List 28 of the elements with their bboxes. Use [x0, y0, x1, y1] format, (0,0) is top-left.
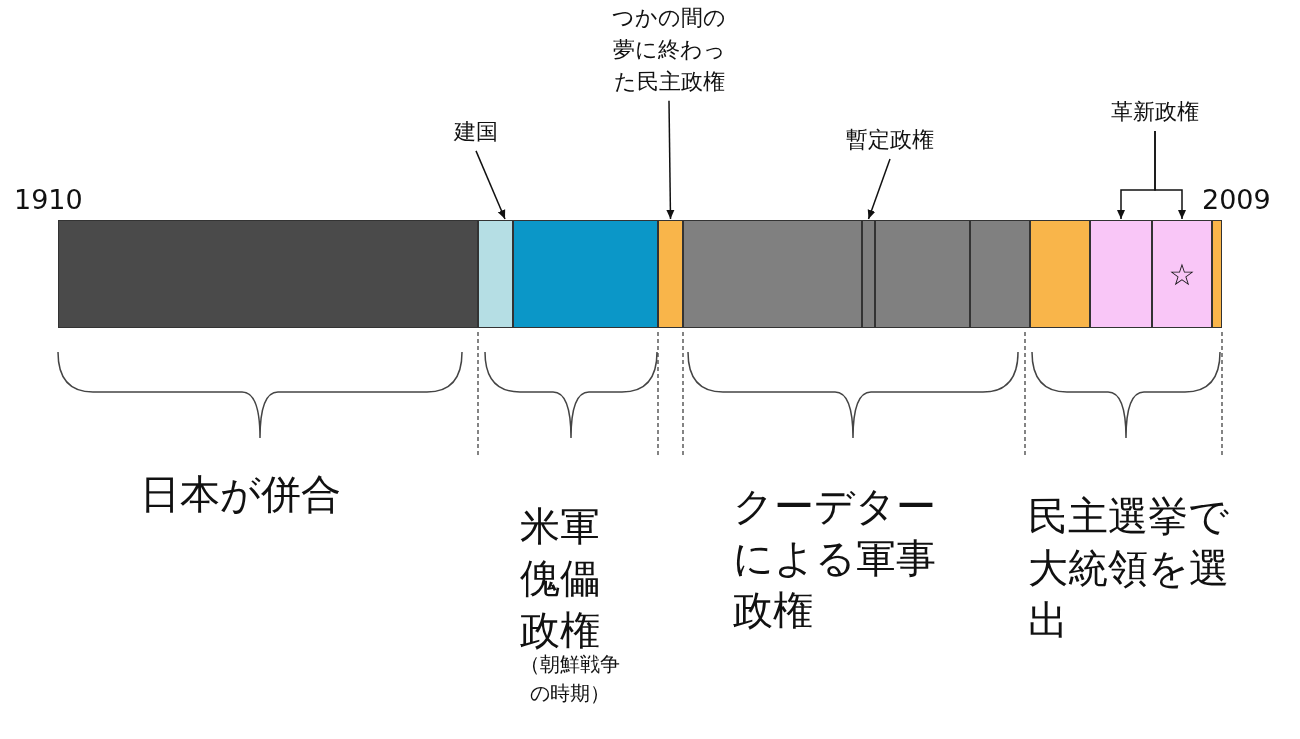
year-label: 1910	[14, 183, 84, 217]
period-label: クーデターによる軍事政権	[733, 482, 937, 635]
timeline-segment	[1090, 220, 1152, 328]
timeline-segment	[862, 220, 875, 328]
timeline-segment	[683, 220, 862, 328]
timeline-segment	[1212, 220, 1222, 328]
timeline-segment	[1030, 220, 1090, 328]
arrow	[475, 150, 506, 220]
timeline-segment	[658, 220, 683, 328]
timeline-segment	[513, 220, 658, 328]
annotation-text: 革新政権	[1085, 96, 1225, 128]
period-label: 米軍傀儡政権	[520, 502, 601, 654]
timeline-segment	[875, 220, 970, 328]
year-label: 2009	[1202, 183, 1272, 217]
period-note: （朝鮮戦争の時期）	[519, 651, 621, 707]
annotation-text: つかの間の夢に終わった民主政権	[608, 2, 730, 98]
annotation-text: 暫定政権	[815, 124, 965, 156]
timeline-segment	[478, 220, 513, 328]
timeline-segment	[970, 220, 1030, 328]
annotation-text: 建国	[438, 116, 514, 148]
timeline-segment	[1152, 220, 1212, 328]
period-label: 日本が併合	[140, 470, 342, 519]
arrow	[1154, 130, 1186, 220]
timeline-segment	[58, 220, 478, 328]
arrow	[666, 99, 675, 220]
period-label: 民主選挙で大統領を選出	[1028, 492, 1230, 645]
star-symbol: ☆	[1168, 256, 1196, 292]
arrow	[867, 158, 891, 220]
